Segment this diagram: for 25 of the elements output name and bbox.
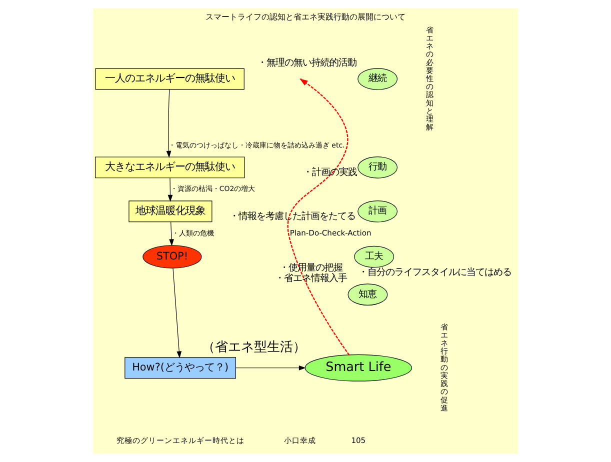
node-label: ・情報を考慮した計画をたてる [229, 211, 356, 222]
node-ellipse: 計画 [358, 200, 398, 222]
node-ellipse: 知恵 [348, 284, 388, 306]
node-ellipse: 工夫 [354, 246, 394, 268]
arrow [236, 365, 306, 370]
diagram-title: スマートライフの認知と省エネ実践行動の展開について [206, 11, 406, 22]
node-label: ・計画の実践 [303, 167, 358, 178]
node-ellipse: 継続 [358, 68, 398, 90]
node-box: How?(どうやって？) [124, 357, 236, 379]
arrow [172, 268, 182, 358]
arrow [287, 78, 350, 356]
node-label: ・省エネ情報入手 [274, 272, 347, 284]
node-box: 一人のエネルギーの無駄使い [95, 68, 244, 90]
node-label: （省エネ型生活） [202, 340, 306, 356]
node-box: 大きなエネルギーの無駄使い [95, 156, 245, 178]
arrow [168, 178, 173, 202]
node-label: ・無理の無い持続的活動 [258, 57, 357, 68]
arrow [166, 89, 172, 158]
node-box: 地球温暖化現象 [128, 200, 212, 222]
node-ellipse: STOP! [142, 245, 202, 268]
node-ellipse: 行動 [358, 156, 398, 178]
node-ellipse: Smart Life [304, 354, 412, 382]
node-label: ・使用量の把握 [279, 262, 342, 274]
arrow [169, 222, 174, 246]
node-label: ・自分のライフスタイルに当てはめる [358, 266, 512, 278]
